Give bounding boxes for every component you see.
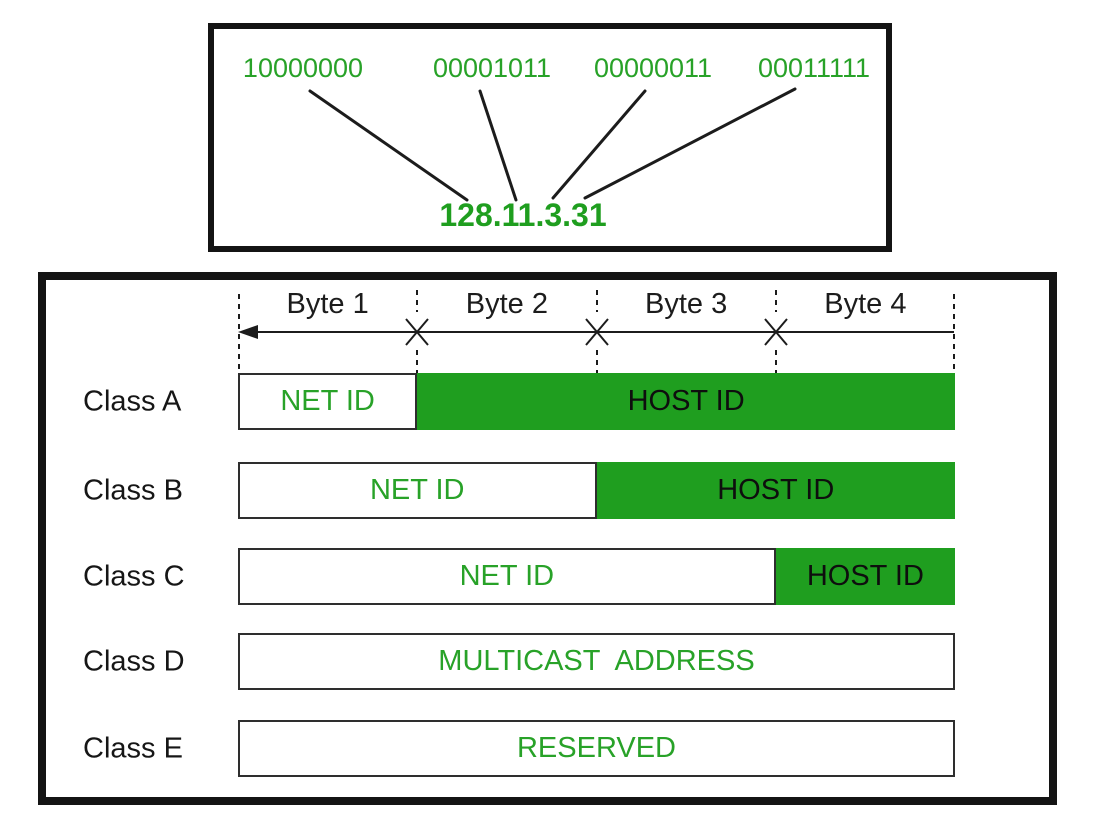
class-a-label: Class A	[83, 385, 182, 417]
binary-octet-3: 00000011	[593, 53, 713, 83]
class-b-bar: NET ID HOST ID	[238, 462, 955, 519]
class-d-bar: MULTICAST ADDRESS	[238, 633, 955, 690]
class-c-row: Class C NET ID HOST ID	[46, 548, 1049, 605]
class-e-reserved-segment: RESERVED	[238, 720, 955, 777]
class-b-host-id-segment: HOST ID	[596, 462, 955, 519]
class-a-bar: NET ID HOST ID	[238, 373, 955, 430]
class-d-multicast-segment: MULTICAST ADDRESS	[238, 633, 955, 690]
byte-scale-labels: Byte 1 Byte 2 Byte 3 Byte 4	[238, 288, 955, 321]
class-a-row: Class A NET ID HOST ID	[46, 373, 1049, 430]
binary-octet-4: 00011111	[757, 53, 871, 83]
class-e-label: Class E	[83, 732, 183, 764]
class-d-label: Class D	[83, 645, 185, 677]
class-c-net-id-segment: NET ID	[238, 548, 776, 605]
class-c-label: Class C	[83, 560, 185, 592]
dotted-decimal-notation-box: 10000000 00001011 00000011 00011111 128.…	[208, 23, 892, 252]
class-e-row: Class E RESERVED	[46, 720, 1049, 777]
byte-scale-ruler	[238, 290, 955, 373]
binary-octet-1: 10000000	[242, 53, 364, 83]
class-b-row: Class B NET ID HOST ID	[46, 462, 1049, 519]
class-c-bar: NET ID HOST ID	[238, 548, 955, 605]
binary-to-decimal-connector-lines	[308, 87, 797, 202]
byte-2-label: Byte 2	[465, 288, 548, 320]
binary-octet-2: 00001011	[432, 53, 552, 83]
class-a-host-id-segment: HOST ID	[417, 373, 955, 430]
class-b-label: Class B	[83, 474, 183, 506]
class-c-host-id-segment: HOST ID	[775, 548, 955, 605]
ip-address-value: 128.11.3.31	[439, 197, 607, 233]
byte-4-label: Byte 4	[824, 288, 907, 320]
class-e-bar: RESERVED	[238, 720, 955, 777]
address-classes-box: Byte 1 Byte 2 Byte 3 Byte 4	[38, 272, 1057, 805]
class-d-row: Class D MULTICAST ADDRESS	[46, 633, 1049, 690]
class-a-net-id-segment: NET ID	[238, 373, 418, 430]
byte-1-label: Byte 1	[286, 288, 369, 320]
class-b-net-id-segment: NET ID	[238, 462, 597, 519]
byte-3-label: Byte 3	[645, 288, 728, 320]
